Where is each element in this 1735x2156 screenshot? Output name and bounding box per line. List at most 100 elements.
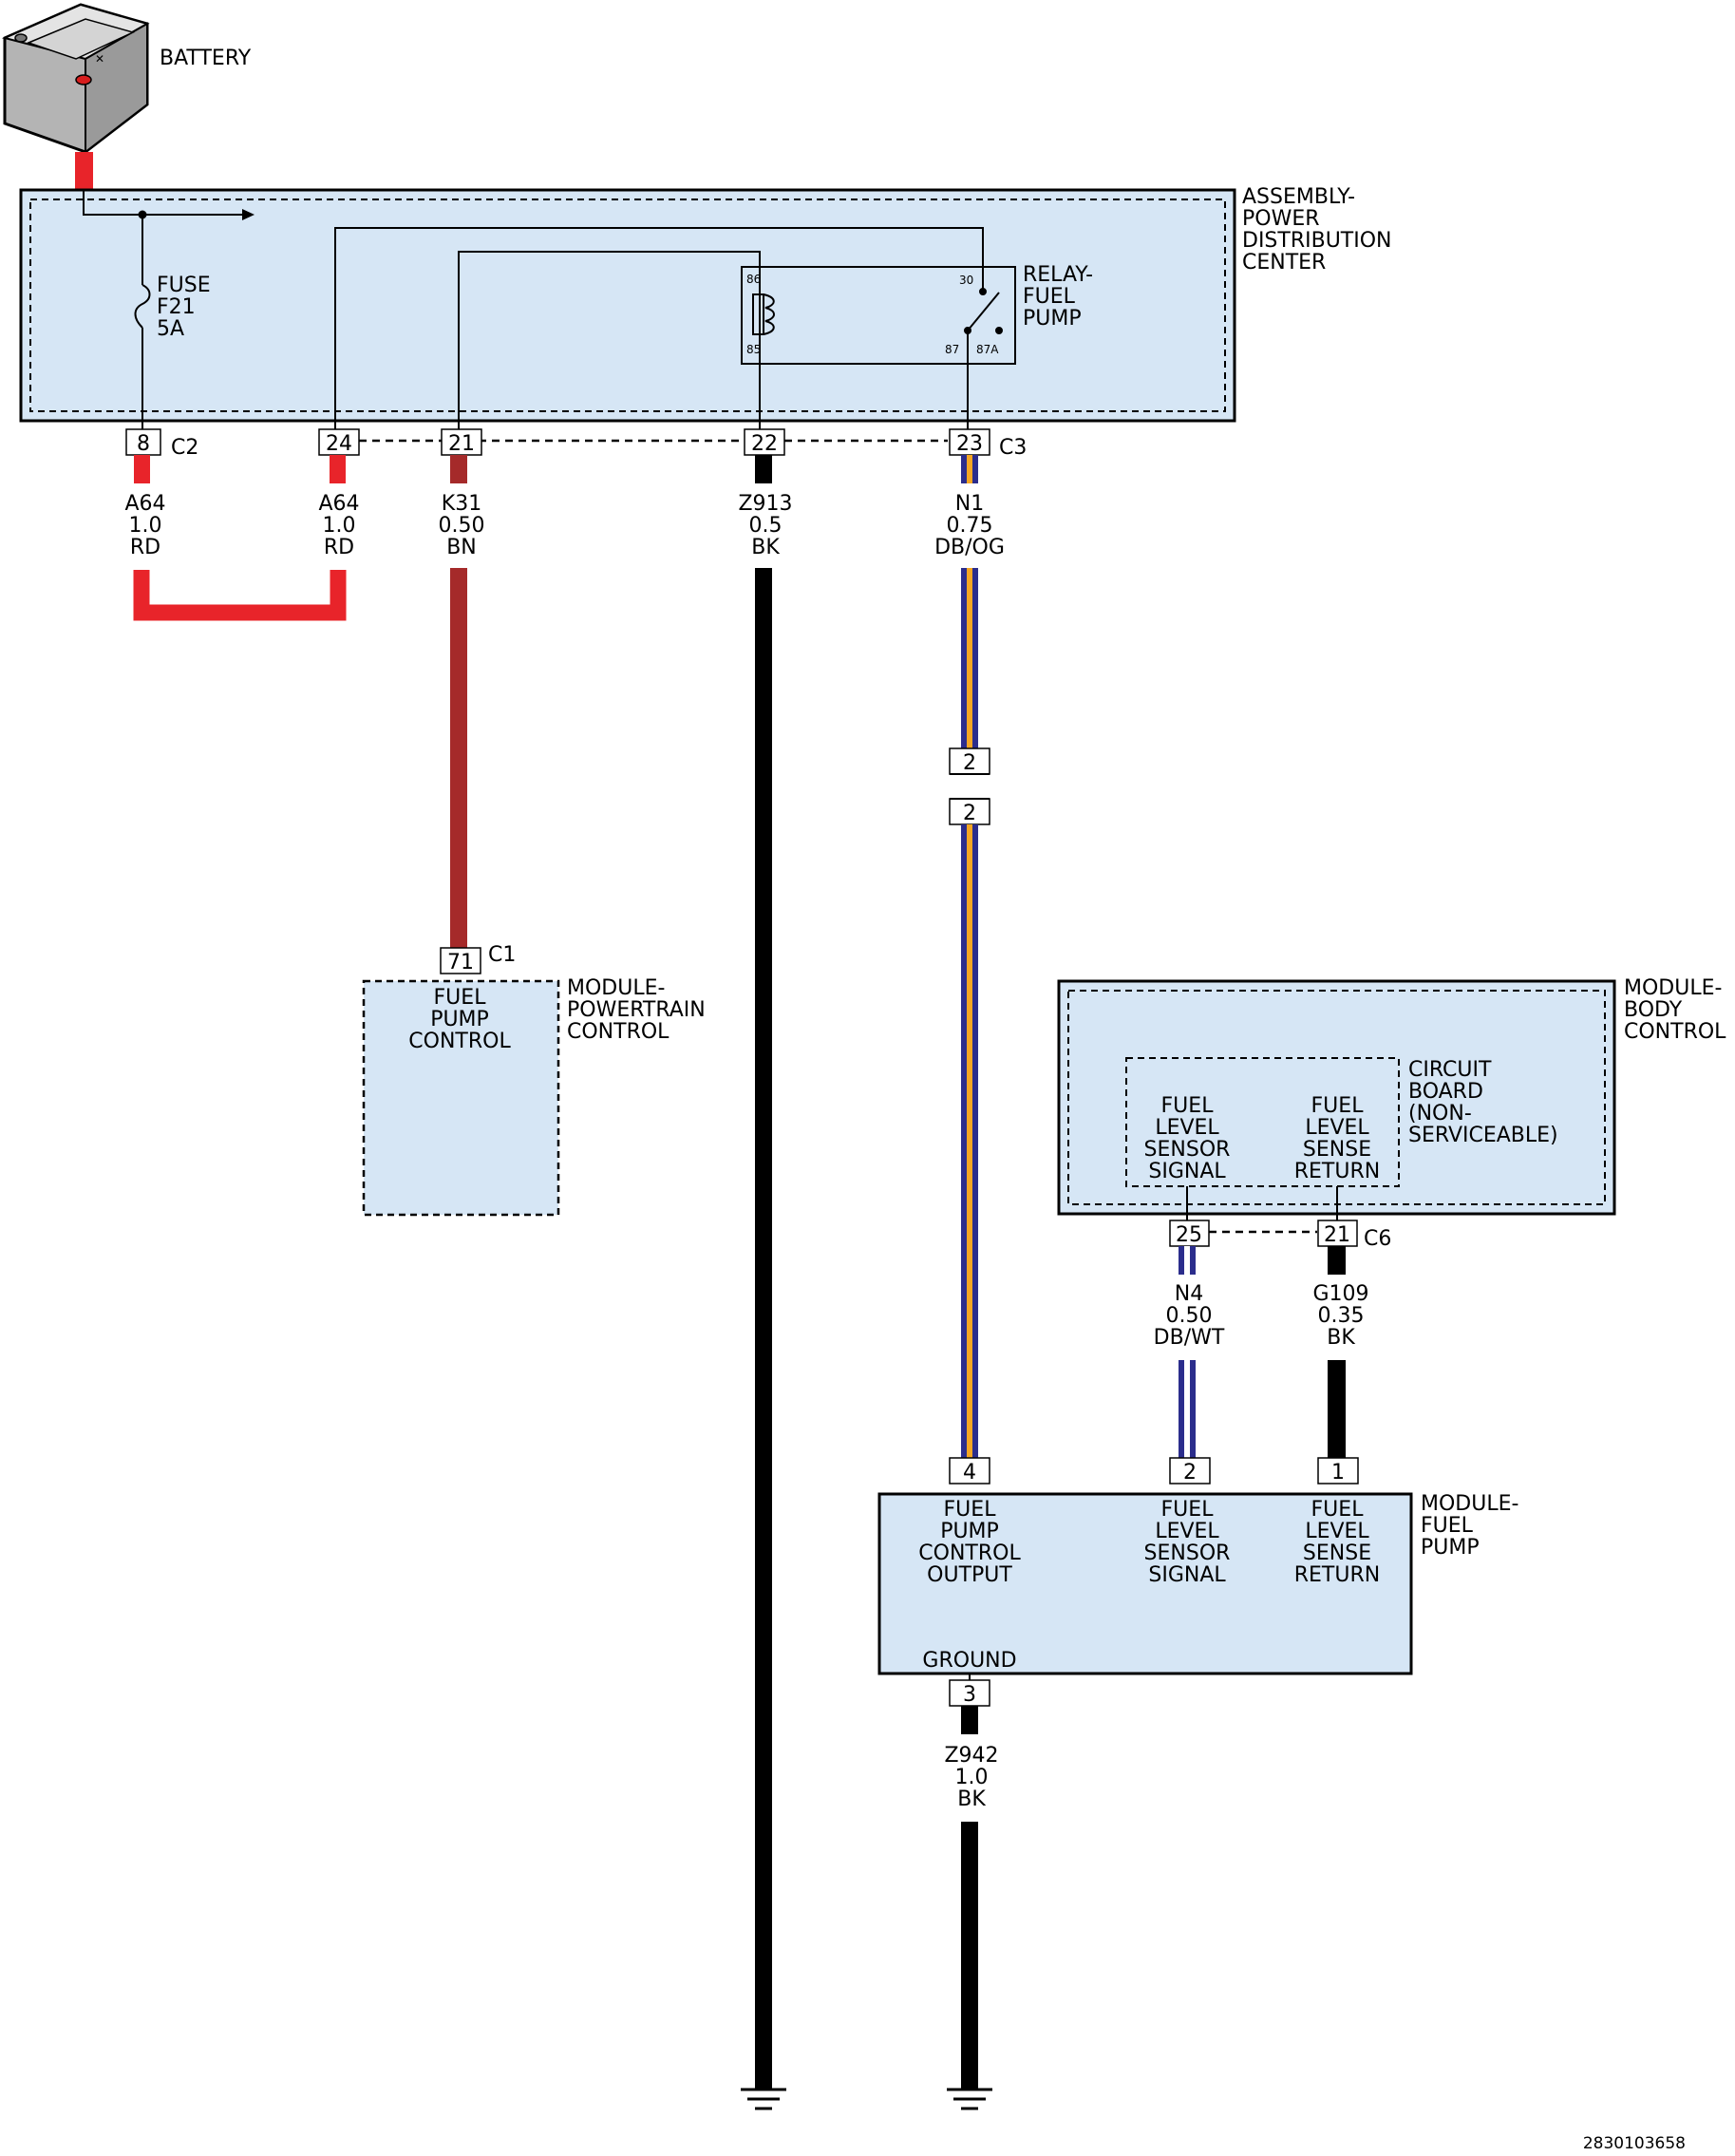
pcm-function-line2: PUMP (430, 1008, 489, 1031)
wire-z942-stub (961, 1706, 978, 1734)
pdc-label-line2: POWER (1242, 207, 1320, 231)
svg-text:3: 3 (963, 1683, 976, 1707)
bcm-return-line1: FUEL (1311, 1094, 1365, 1118)
fpm-pin-2: 2 (1169, 1457, 1211, 1485)
ground-symbol-z942 (947, 2088, 992, 2110)
fpm-signal-line2: LEVEL (1155, 1520, 1219, 1543)
wire-n4-code: N4 (1175, 1282, 1203, 1306)
relay-pin-85: 85 (746, 343, 761, 356)
wire-n1-lower (961, 824, 978, 1458)
bcm-signal-line3: SENSOR (1144, 1138, 1231, 1162)
bcm-return-line2: LEVEL (1305, 1116, 1369, 1140)
fpm-output-line2: PUMP (940, 1520, 999, 1543)
fpm-label-line2: FUEL (1421, 1514, 1474, 1538)
wire-k31-stub (450, 455, 467, 483)
fpm-signal-line3: SENSOR (1144, 1541, 1231, 1565)
wire-a64-left-size: 1.0 (129, 514, 162, 538)
svg-text:✕: ✕ (95, 52, 104, 66)
pdc-pin-23: 23 (949, 428, 990, 456)
bcm-circuit-board (1125, 1057, 1400, 1187)
fpm-return-line2: LEVEL (1305, 1520, 1369, 1543)
pcm-pin-71: 71 (440, 947, 481, 974)
wire-n4-stub (1179, 1246, 1196, 1275)
fpm-label-line3: PUMP (1421, 1536, 1480, 1560)
bcm-pin-25: 25 (1169, 1220, 1210, 1247)
wire-z913 (755, 568, 772, 2090)
fpm-return-line4: RETURN (1294, 1563, 1380, 1587)
pdc-pin-21: 21 (441, 428, 482, 456)
wire-z913-stub (755, 455, 772, 483)
svg-text:71: 71 (447, 951, 474, 974)
svg-text:25: 25 (1176, 1223, 1202, 1247)
wire-g109-code: G109 (1312, 1282, 1368, 1306)
connector-c2-label: C2 (171, 436, 198, 460)
fpm-signal-line1: FUEL (1161, 1498, 1215, 1522)
svg-text:24: 24 (326, 432, 352, 456)
wire-k31-color: BN (446, 536, 477, 559)
wire-k31-size: 0.50 (439, 514, 485, 538)
wire-a64-right-color: RD (324, 536, 354, 559)
wire-z942 (961, 1822, 978, 2090)
fpm-output-line3: CONTROL (918, 1541, 1021, 1565)
pdc-pin-24: 24 (318, 428, 360, 456)
svg-text:2: 2 (963, 751, 976, 775)
bcm-signal-line2: LEVEL (1155, 1116, 1219, 1140)
fuel-pump-relay (741, 266, 1016, 365)
wire-a64-left-code: A64 (124, 492, 165, 516)
bcm-label-line3: CONTROL (1624, 1020, 1726, 1044)
battery-label: BATTERY (160, 47, 252, 70)
circuit-board-line4: SERVICEABLE) (1408, 1124, 1558, 1147)
bcm-signal-line4: SIGNAL (1148, 1160, 1226, 1183)
wire-g109 (1328, 1360, 1346, 1459)
wire-a64-jumper-loop (133, 570, 347, 621)
fpm-pin-4: 4 (949, 1457, 990, 1485)
fpm-output-line1: FUEL (944, 1498, 997, 1522)
pcm-function-line3: CONTROL (408, 1030, 511, 1053)
fpm-pin-3: 3 (949, 1679, 990, 1707)
pcm-function-line1: FUEL (434, 986, 487, 1010)
wire-g109-color: BK (1327, 1326, 1355, 1350)
fuse-label-line3: 5A (157, 317, 184, 341)
wire-a64-left-stub (134, 455, 150, 483)
svg-text:1: 1 (1331, 1461, 1345, 1485)
wire-z942-color: BK (957, 1787, 986, 1811)
relay-label-line1: RELAY- (1023, 263, 1093, 287)
circuit-board-line1: CIRCUIT (1408, 1058, 1492, 1082)
wire-n1-stub (961, 455, 978, 483)
fpm-ground-label: GROUND (922, 1649, 1016, 1673)
wire-k31 (450, 568, 467, 948)
pcm-connector-c1-label: C1 (488, 943, 516, 967)
relay-pin-87a: 87A (976, 343, 999, 356)
relay-label-line3: PUMP (1023, 307, 1082, 331)
svg-text:2: 2 (963, 802, 976, 825)
pcm-label-line2: POWERTRAIN (567, 998, 706, 1022)
figure-id: 2830103658 (1583, 2134, 1686, 2153)
inline-connector-upper-pin: 2 (949, 747, 990, 775)
pcm-label-line1: MODULE- (567, 976, 665, 1000)
fpm-label-line1: MODULE- (1421, 1492, 1518, 1516)
wire-n1-code: N1 (955, 492, 984, 516)
svg-text:21: 21 (1324, 1223, 1350, 1247)
svg-text:21: 21 (448, 432, 475, 456)
svg-text:22: 22 (751, 432, 778, 456)
wire-z913-code: Z913 (738, 492, 792, 516)
fpm-signal-line4: SIGNAL (1148, 1563, 1226, 1587)
wire-g109-size: 0.35 (1318, 1304, 1365, 1328)
pdc-label-line4: CENTER (1242, 251, 1326, 274)
connector-c3-label: C3 (999, 436, 1027, 460)
fpm-return-line3: SENSE (1303, 1541, 1371, 1565)
pdc-label-line1: ASSEMBLY- (1242, 185, 1355, 209)
wire-a64-right-code: A64 (318, 492, 359, 516)
wire-g109-stub (1328, 1246, 1346, 1275)
fpm-output-line4: OUTPUT (927, 1563, 1012, 1587)
bcm-label-line2: BODY (1624, 998, 1683, 1022)
bcm-signal-line1: FUEL (1161, 1094, 1215, 1118)
fpm-return-line1: FUEL (1311, 1498, 1365, 1522)
wire-n1-size: 0.75 (947, 514, 993, 538)
relay-label-line2: FUEL (1023, 285, 1076, 309)
relay-pin-30: 30 (959, 274, 973, 287)
battery-feed-wire (75, 152, 93, 190)
bcm-label-line1: MODULE- (1624, 976, 1722, 1000)
inline-connector-lower-pin: 2 (949, 798, 990, 825)
connector-c6-label: C6 (1364, 1227, 1391, 1251)
